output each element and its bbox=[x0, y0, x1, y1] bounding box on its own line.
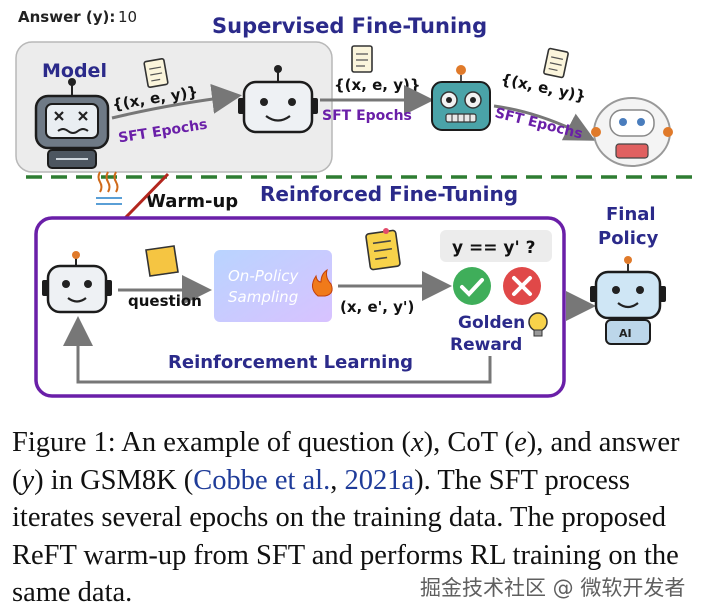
warmup-label: Warm-up bbox=[146, 191, 238, 212]
sft-arrow-1 bbox=[111, 83, 242, 120]
robot-white-icon bbox=[591, 97, 673, 167]
sft-arrow-3 bbox=[493, 104, 596, 141]
sft-data-label-3: {(x, e, y)} bbox=[499, 70, 587, 106]
model-label: Model bbox=[42, 60, 107, 82]
sft-data-label-2: {(x, e, y)} bbox=[334, 76, 421, 94]
final-robot-icon bbox=[590, 256, 666, 345]
policy-robot-icon bbox=[42, 251, 112, 314]
check-label: y == y' ? bbox=[452, 238, 535, 258]
robot-teal-icon bbox=[431, 65, 491, 131]
lightbulb-icon bbox=[528, 312, 548, 337]
figure-caption: Figure 1: An example of question (x), Co… bbox=[12, 427, 680, 608]
final-label-2: Policy bbox=[598, 228, 659, 249]
note-icon bbox=[145, 245, 179, 277]
watermark: 掘金技术社区 @ 微软开发者 bbox=[420, 576, 686, 600]
answer-value: 10 bbox=[118, 8, 137, 26]
sampling-box bbox=[214, 250, 332, 322]
notepad-icon bbox=[365, 228, 401, 271]
citation-year-link[interactable]: 2021a bbox=[344, 464, 415, 496]
check-box bbox=[440, 230, 552, 262]
document-icon-3 bbox=[543, 47, 569, 79]
reward-label-1: Golden bbox=[458, 313, 525, 333]
reft-title: Reinforced Fine-Tuning bbox=[260, 182, 518, 206]
rl-label: Reinforcement Learning bbox=[168, 352, 413, 373]
feedback-loop-arrow bbox=[63, 316, 492, 384]
sft-title: Supervised Fine-Tuning bbox=[212, 14, 487, 38]
flame-icon bbox=[312, 268, 333, 297]
question-label: question bbox=[128, 292, 202, 310]
reward-label-2: Reward bbox=[450, 335, 522, 355]
final-label-1: Final bbox=[606, 204, 656, 225]
robot-icon bbox=[238, 65, 318, 134]
answer-label: Answer (y): bbox=[18, 8, 115, 26]
document-icon bbox=[143, 57, 169, 89]
heat-icon bbox=[96, 171, 122, 205]
cross-icon bbox=[503, 267, 541, 305]
citation-link[interactable]: Cobbe et al. bbox=[193, 464, 331, 496]
sft-epochs-label-3: SFT Epochs bbox=[493, 105, 584, 142]
sample-label: (x, e', y') bbox=[340, 298, 414, 316]
sft-epochs-label-2: SFT Epochs bbox=[322, 108, 412, 124]
sampling-label-1: On-Policy bbox=[228, 267, 300, 285]
ai-badge: AI bbox=[619, 327, 632, 340]
sampling-label-2: Sampling bbox=[228, 288, 298, 306]
broken-robot-icon bbox=[34, 78, 110, 169]
reft-diagram: Answer (y): 10 Supervised Fine-Tuning Mo… bbox=[15, 8, 700, 398]
document-icon-2 bbox=[351, 45, 373, 73]
check-icon bbox=[453, 267, 491, 305]
